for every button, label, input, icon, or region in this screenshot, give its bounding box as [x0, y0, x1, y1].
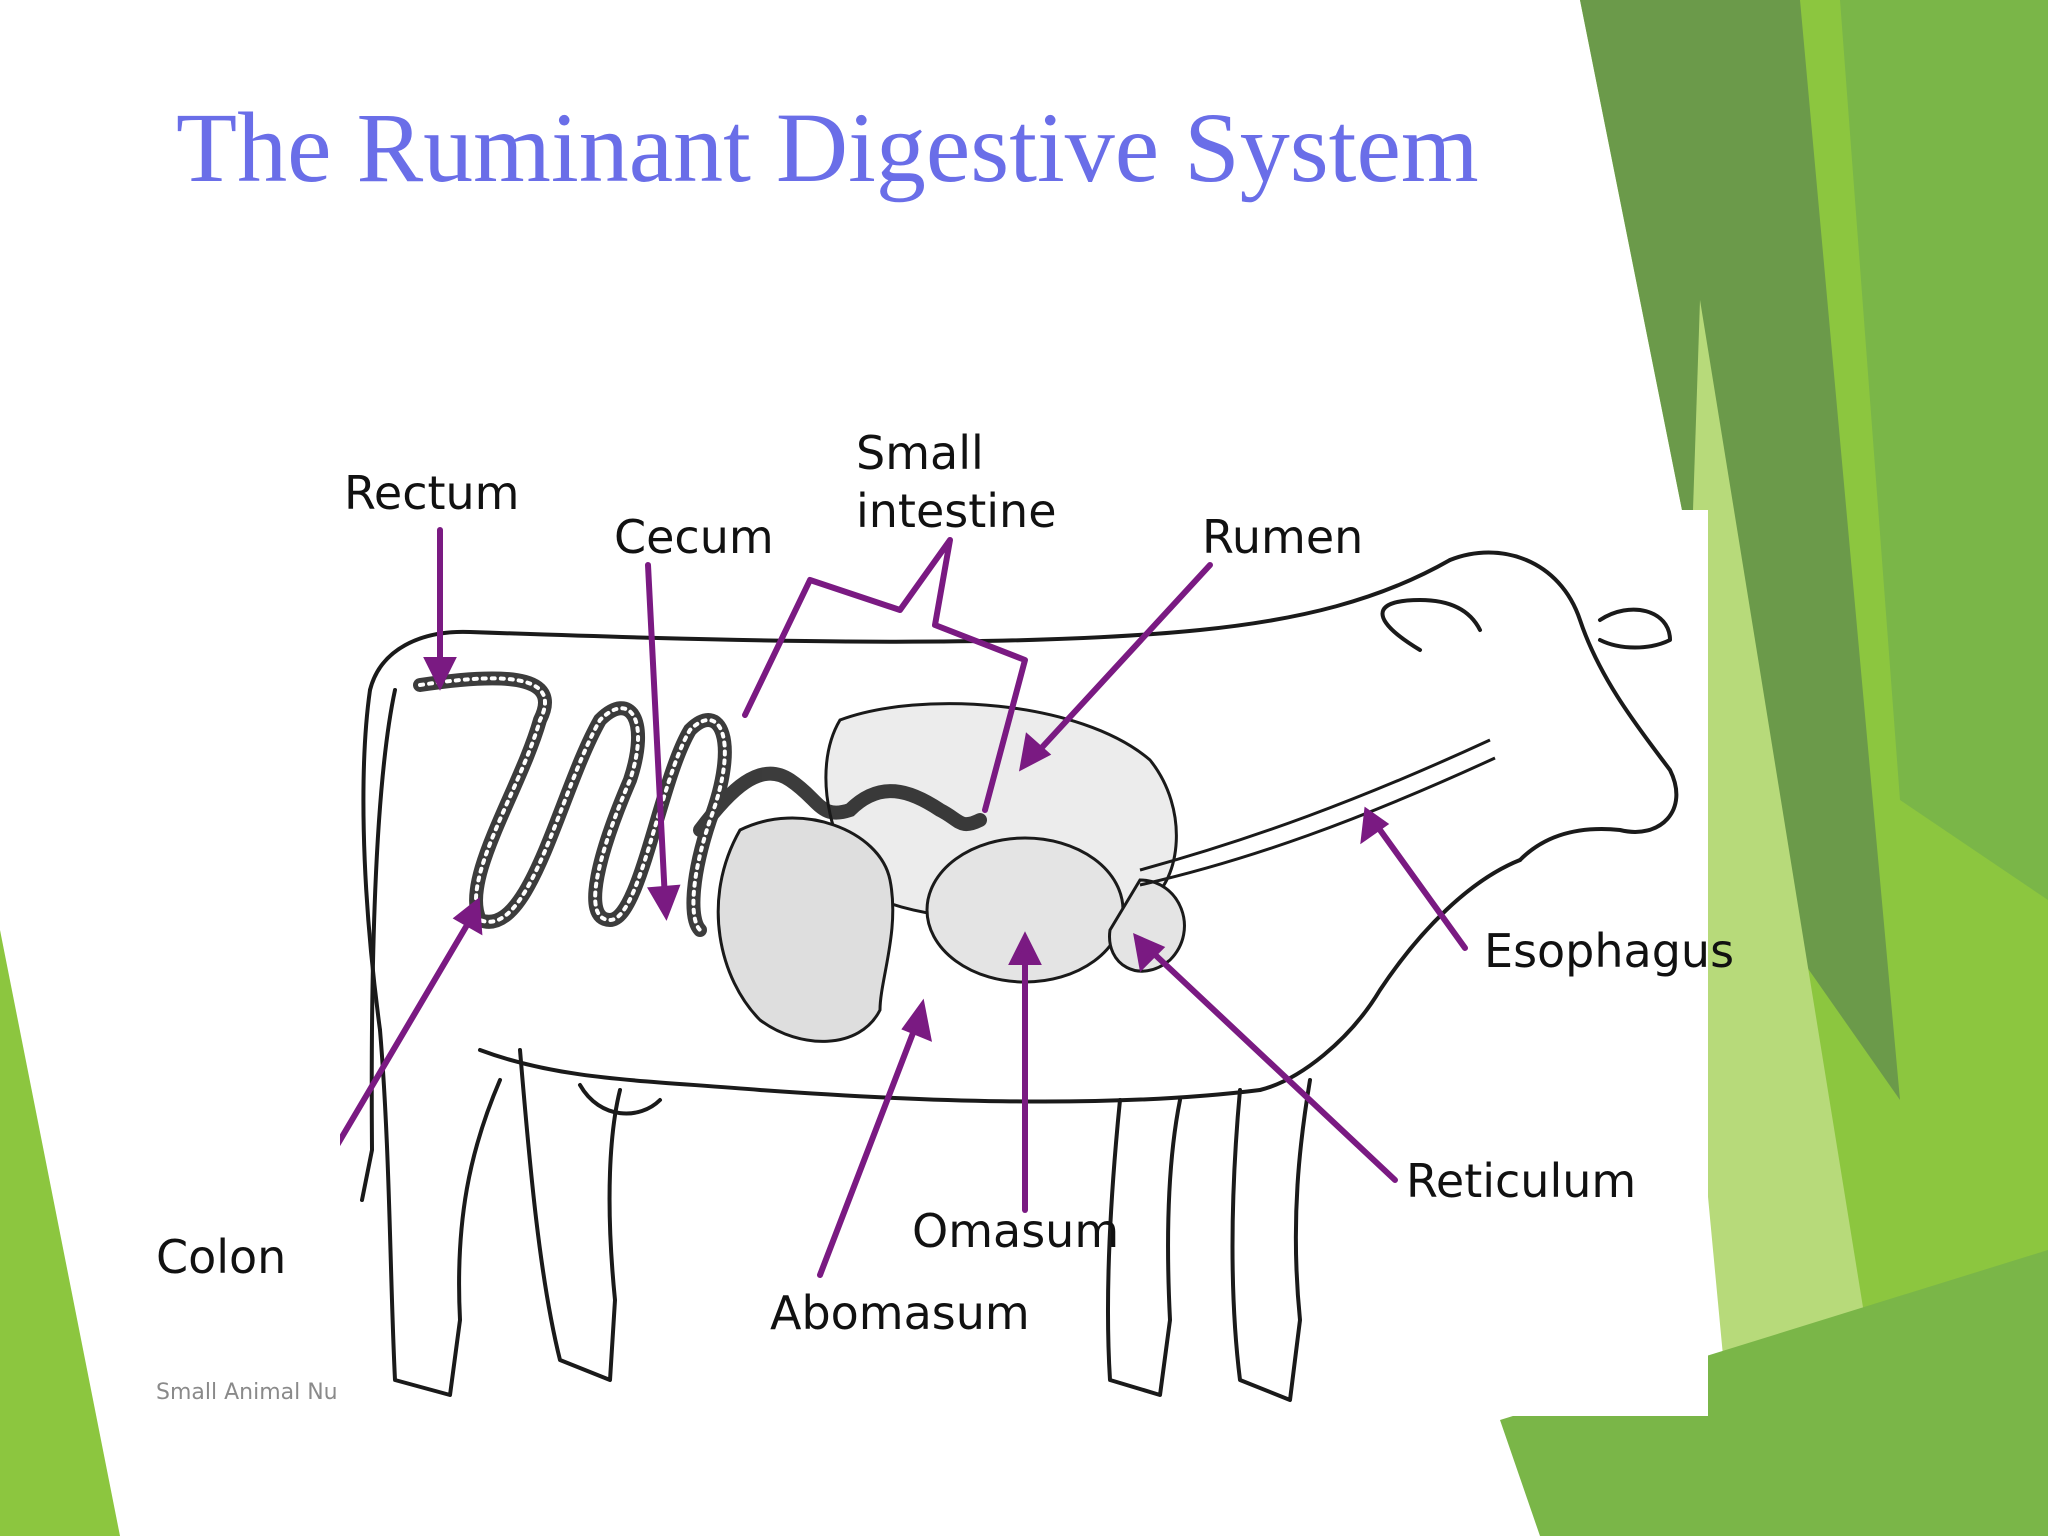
omasum-arrow — [1008, 931, 1042, 1213]
omasum-label: Omasum — [912, 1204, 1120, 1258]
intestines-detail — [418, 676, 727, 932]
cecum-label: Cecum — [614, 510, 774, 564]
abomasum-arrow — [817, 998, 932, 1278]
pointer-arrows — [340, 527, 1468, 1278]
abomasum-organ — [716, 816, 895, 1043]
rectum-arrow — [423, 527, 457, 691]
esophagus-arrow — [1360, 806, 1468, 951]
cecum-arrow — [645, 562, 681, 921]
small-intestine-label: Small intestine — [856, 424, 1086, 540]
esophagus-label: Esophagus — [1484, 924, 1735, 978]
rumen-arrow — [1018, 562, 1213, 772]
cow-diagram — [340, 510, 1708, 1416]
colon-label: Colon — [156, 1230, 287, 1284]
abomasum-label: Abomasum — [770, 1286, 1030, 1340]
reticulum-organ — [1108, 878, 1186, 973]
reticulum-label: Reticulum — [1406, 1154, 1637, 1208]
slide-title: The Ruminant Digestive System — [176, 92, 1479, 203]
reticulum-arrow — [1133, 933, 1398, 1183]
small-intestine-label-line1: Small — [856, 426, 984, 480]
small-intestine-label-line2: intestine — [856, 484, 1057, 538]
colon-arrow — [340, 897, 483, 1147]
esophagus-organ — [1139, 738, 1496, 887]
rumen-label: Rumen — [1202, 510, 1364, 564]
cow-outline — [360, 550, 1679, 1402]
rectum-label: Rectum — [344, 466, 520, 520]
small-intestine-bracket — [742, 537, 1028, 813]
slide-footer: Small Animal Nu — [156, 1380, 338, 1405]
